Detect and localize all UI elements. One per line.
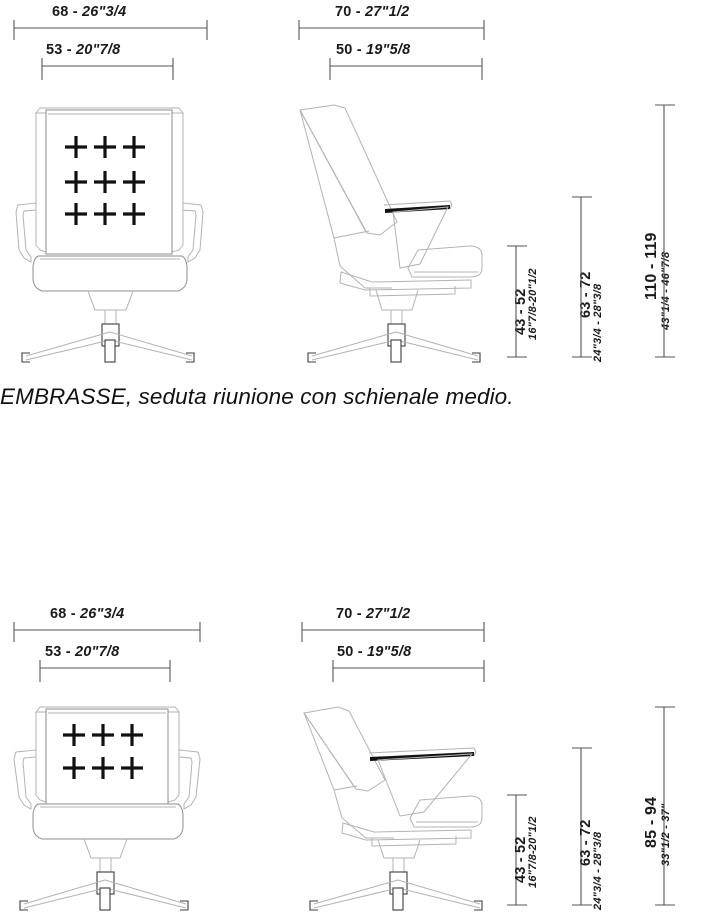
chair-side-view-upper xyxy=(299,104,483,363)
chair-front-view-lower xyxy=(13,706,201,911)
dimension-label-overall-depth-side-upper: 70 - 27"1/2 xyxy=(335,4,410,20)
dimension-lines-lower xyxy=(13,622,675,906)
dimension-label-overall-width-front-upper: 68 - 26"3/4 xyxy=(52,4,127,20)
dimension-lines-upper xyxy=(13,20,675,358)
dimension-label-seat-height-imperial-lower: 16"7/8-20"1/2 xyxy=(527,816,539,888)
chair-side-view-lower xyxy=(303,706,483,911)
chair-front-view-upper xyxy=(15,107,204,363)
dimension-label-seat-depth-side-upper: 50 - 19"5/8 xyxy=(336,42,411,58)
dimension-label-overall-width-front-lower: 68 - 26"3/4 xyxy=(50,606,125,622)
dimension-label-overall-depth-side-lower: 70 - 27"1/2 xyxy=(336,606,411,622)
stitch-pattern-upper xyxy=(65,136,145,225)
dimension-label-overall-height-lower: 85 - 94 xyxy=(643,796,660,848)
dimension-label-seat-width-front-upper: 53 - 20"7/8 xyxy=(46,42,121,58)
product-caption: EMBRASSE, seduta riunione con schienale … xyxy=(0,384,514,409)
dimension-label-armrest-height-imperial-lower: 24"3/4 - 28"3/8 xyxy=(592,831,604,910)
dimension-label-overall-height-imperial-lower: 33"1/2 - 37" xyxy=(660,803,672,866)
dimension-label-seat-width-front-lower: 53 - 20"7/8 xyxy=(45,644,120,660)
stitch-pattern-lower xyxy=(63,724,143,779)
dimension-label-seat-depth-side-lower: 50 - 19"5/8 xyxy=(337,644,412,660)
